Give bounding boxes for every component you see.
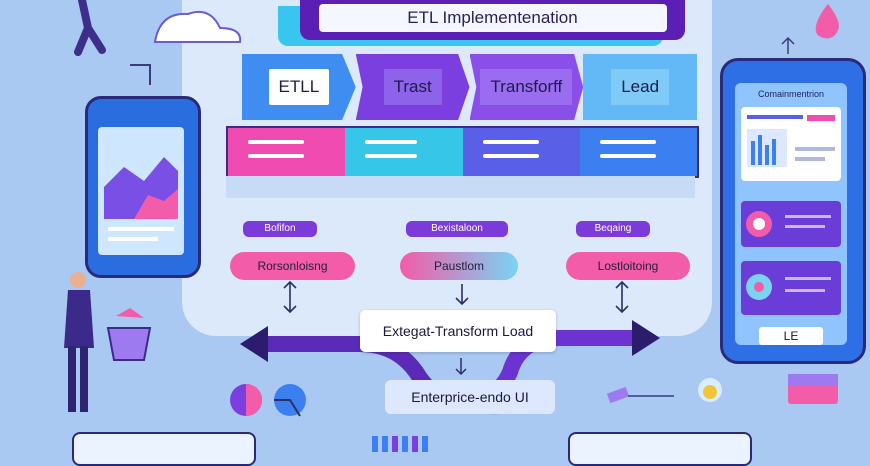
le-badge: LE [759,327,823,345]
data-block [579,128,697,176]
down-arrow-icon [455,358,467,376]
stage-item[interactable]: Lead [583,54,697,120]
mobile-dashboard-device: Comainmentrion [720,58,866,364]
link-icon [606,386,674,404]
data-block [345,128,463,176]
stage-label: Lead [611,69,670,105]
report-card [741,107,841,181]
process-pill[interactable]: Lostloitoing [566,252,690,280]
stage-item[interactable]: Trast [355,54,470,120]
bottom-card-left [72,432,256,466]
bottom-bars [372,436,540,452]
bottom-card-right [568,432,752,466]
up-arrow-icon [781,36,795,54]
process-pill[interactable]: Paustlom [400,252,518,280]
title-bar: ETL Implementenation [300,0,685,40]
chart-screen [98,127,184,255]
person-illustration [64,272,152,412]
stage-item[interactable]: Transforff [469,54,584,120]
mobile-chart-device [85,96,201,278]
tag-label: Beqaing [576,221,650,237]
metric-card [741,201,841,247]
data-block [462,128,580,176]
stage-label: Transforff [480,69,573,105]
area-chart-icon [104,157,178,241]
divider-band [226,176,695,198]
data-block [228,128,346,176]
etl-stage-ribbon: ETLL Trast Transforff Lead [242,54,697,120]
toggle-circles-icon [230,384,306,417]
gradient-card-icon [788,374,838,404]
dashboard-screen: Comainmentrion [735,83,847,345]
stage-item[interactable]: ETLL [242,54,356,120]
pie-icon [746,211,831,237]
data-row [226,126,699,178]
bar-chart-icon [747,115,835,167]
enterprise-ui-label: Enterprice-endo UI [385,380,555,414]
stage-label: ETLL [268,69,330,105]
metric-card [741,261,841,315]
tag-label: Bofifon [243,221,317,237]
stage-label: Trast [383,69,442,105]
process-pill[interactable]: Rorsonloisng [230,252,355,280]
dashboard-title: Comainmentrion [757,89,825,99]
up-down-arrow-icon [283,280,297,314]
bulb-icon [698,378,722,402]
location-icon [746,274,831,300]
diagram-title: ETL Implementenation [318,4,667,32]
cloud-illustration [74,0,242,56]
arrow-icon [130,64,151,85]
drop-icon [815,4,839,39]
up-down-arrow-icon [615,280,629,314]
down-arrow-icon [455,284,469,306]
etl-center-label: Extegat-Transform Load [360,310,556,352]
tag-label: Bexistaloon [406,221,508,237]
